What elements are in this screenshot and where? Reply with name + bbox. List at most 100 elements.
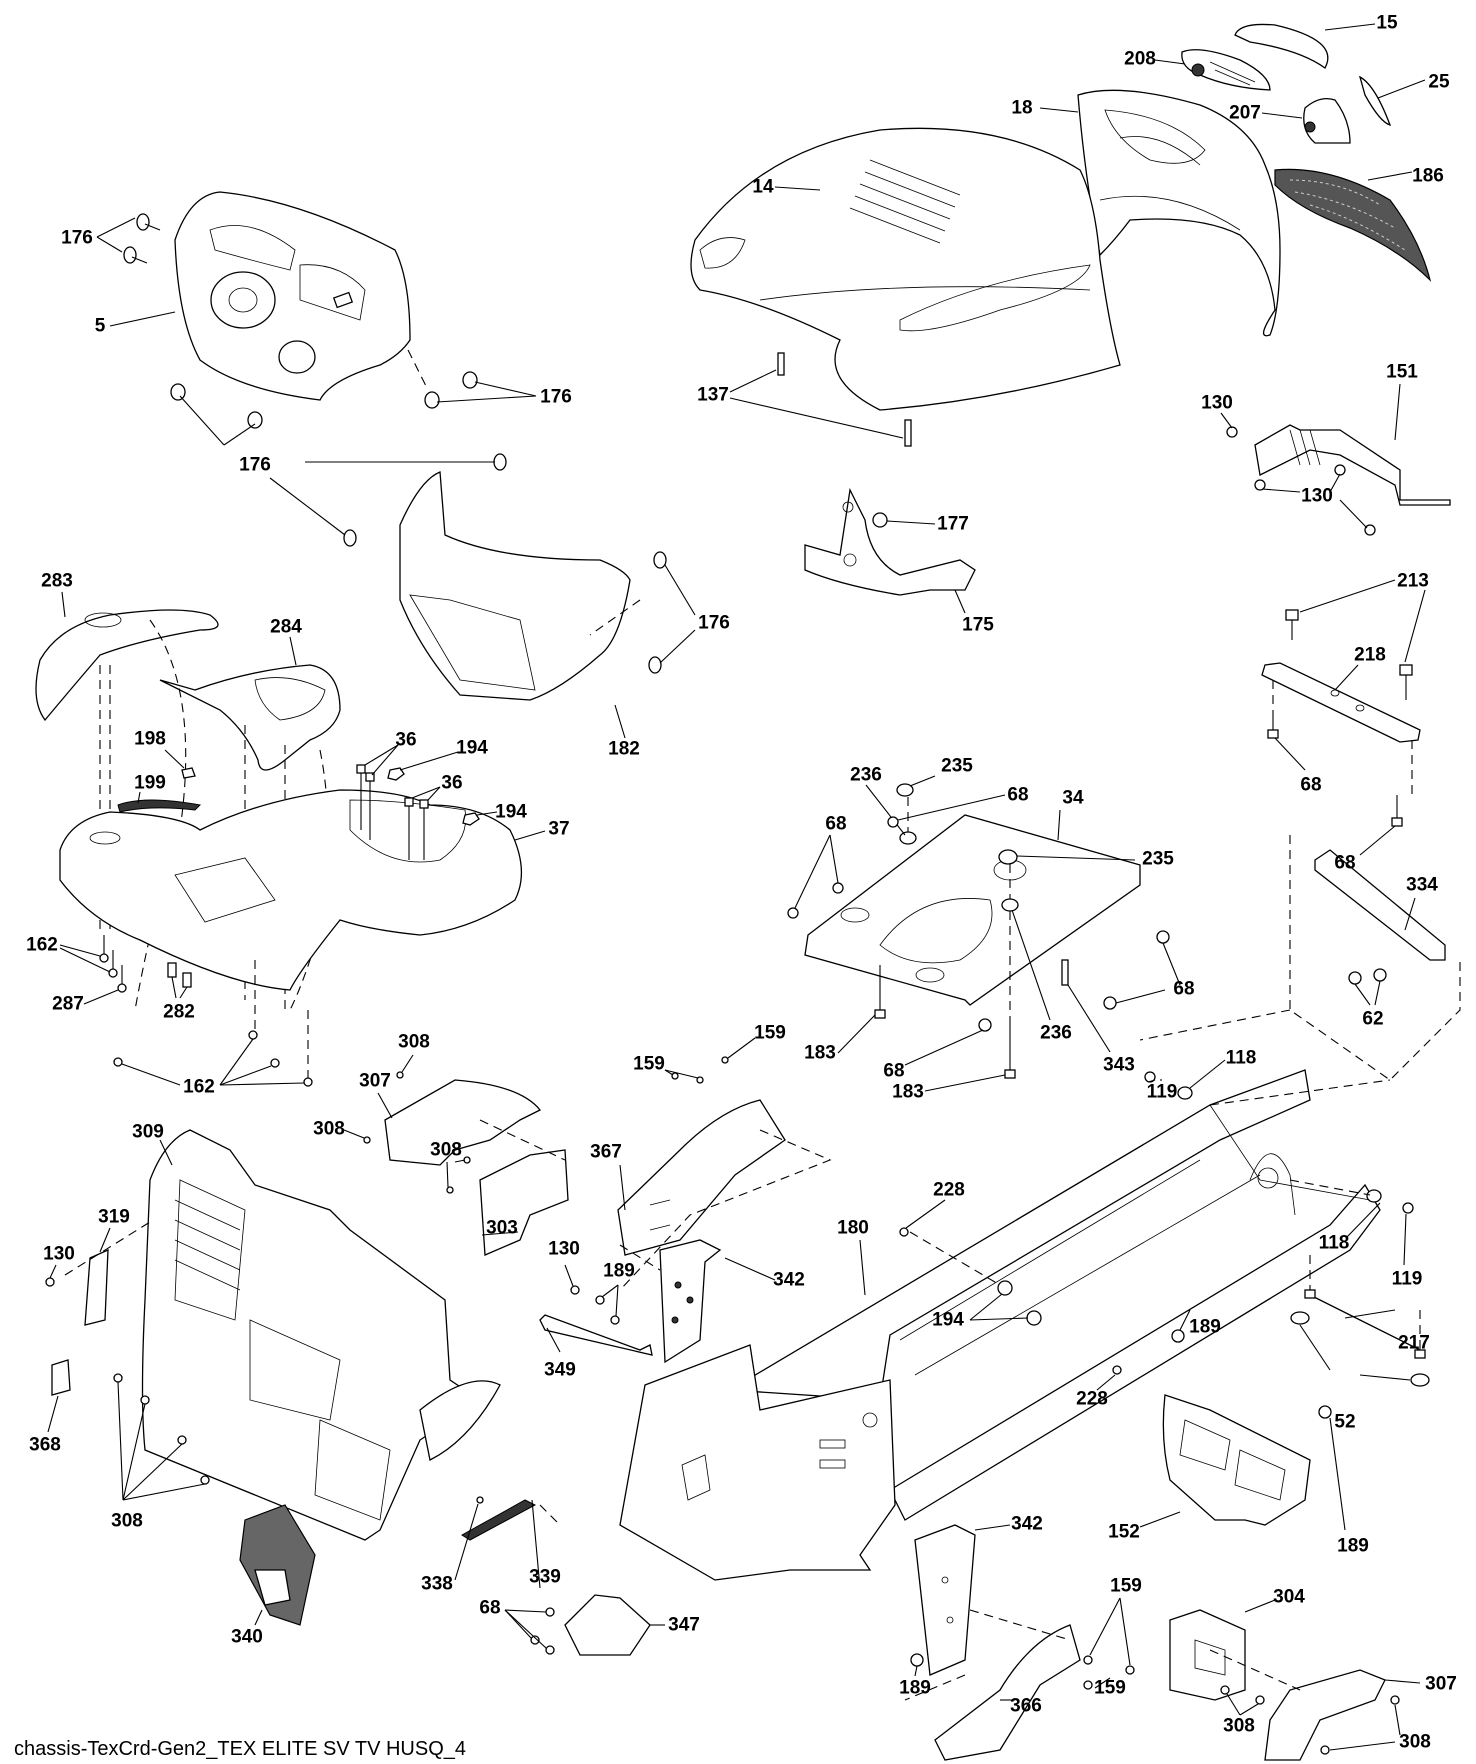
callout-304[interactable]: 304 (1273, 1586, 1305, 1608)
callout-68-e[interactable]: 68 (1173, 978, 1195, 1000)
part-342-bracket-lower[interactable] (914, 1524, 1011, 1676)
part-37-fender[interactable] (59, 789, 546, 991)
part-199-plate[interactable] (117, 791, 202, 813)
callout-319[interactable]: 319 (98, 1206, 130, 1228)
callout-189-c[interactable]: 189 (1337, 1535, 1369, 1557)
part-198-clip[interactable] (164, 749, 196, 779)
callout-159-d[interactable]: 159 (1094, 1677, 1126, 1699)
bushings-52[interactable] (1290, 1311, 1430, 1387)
callout-182[interactable]: 182 (608, 738, 640, 760)
callout-282[interactable]: 282 (163, 1001, 195, 1023)
callout-36-b[interactable]: 36 (441, 772, 463, 794)
bolts-183[interactable] (837, 965, 1016, 1092)
callout-176-d[interactable]: 176 (698, 612, 730, 634)
callout-118-a[interactable]: 118 (1225, 1047, 1257, 1069)
callout-15[interactable]: 15 (1376, 12, 1398, 34)
callout-309[interactable]: 309 (132, 1121, 164, 1143)
part-177-nut[interactable] (872, 512, 936, 528)
screws-308-frame[interactable] (113, 1373, 210, 1501)
callout-151[interactable]: 151 (1386, 361, 1418, 383)
callout-228-b[interactable]: 228 (1076, 1388, 1108, 1410)
part-151-hood-bracket[interactable] (1254, 383, 1451, 506)
screw-130-lens[interactable] (45, 1264, 57, 1287)
callout-208[interactable]: 208 (1124, 48, 1156, 70)
part-208-headlight[interactable] (1154, 49, 1271, 91)
callout-159-a[interactable]: 159 (754, 1022, 786, 1044)
part-304-bracket[interactable] (1169, 1599, 1276, 1701)
callout-308-b[interactable]: 308 (313, 1118, 345, 1140)
screws-130-hood-bracket[interactable] (1220, 412, 1376, 536)
callout-162-a[interactable]: 162 (26, 934, 58, 956)
part-137-pins[interactable] (729, 352, 912, 447)
callout-236-a[interactable]: 236 (850, 764, 882, 786)
callout-119-a[interactable]: 119 (1146, 1081, 1178, 1103)
callout-194-c[interactable]: 194 (932, 1309, 964, 1331)
callout-68-c[interactable]: 68 (1007, 784, 1029, 806)
callout-366[interactable]: 366 (1010, 1695, 1042, 1717)
part-347-bracket[interactable] (564, 1594, 665, 1656)
part-152-shield[interactable] (1139, 1394, 1311, 1528)
callout-308-a[interactable]: 308 (398, 1031, 430, 1053)
screws-308-right[interactable] (1220, 1685, 1401, 1755)
callout-367[interactable]: 367 (590, 1141, 622, 1163)
callout-18[interactable]: 18 (1011, 97, 1033, 119)
part-307-shield-right[interactable] (1209, 1649, 1421, 1761)
callout-307-b[interactable]: 307 (1425, 1673, 1457, 1695)
part-366-bracket[interactable] (904, 1609, 1081, 1761)
screw-338[interactable] (454, 1496, 484, 1581)
part-368-pad[interactable] (47, 1359, 71, 1433)
part-340-grille[interactable] (239, 1504, 316, 1626)
rivet-176-top[interactable] (96, 213, 161, 264)
screws-159-upper[interactable] (664, 1037, 756, 1084)
callout-218[interactable]: 218 (1354, 644, 1386, 666)
callout-343[interactable]: 343 (1103, 1054, 1135, 1076)
callout-217[interactable]: 217 (1398, 1332, 1430, 1354)
rivet-176-lower[interactable] (170, 349, 537, 446)
part-217-rod[interactable] (1304, 1255, 1426, 1359)
callout-62[interactable]: 62 (1362, 1008, 1384, 1030)
part-182-lower-cover[interactable] (269, 453, 696, 739)
callout-287[interactable]: 287 (52, 993, 84, 1015)
part-309-support-frame[interactable] (141, 1129, 501, 1541)
part-15-hood-trim[interactable] (1234, 23, 1376, 69)
callout-25[interactable]: 25 (1428, 71, 1450, 93)
callout-308-d[interactable]: 308 (111, 1510, 143, 1532)
callout-37[interactable]: 37 (548, 818, 570, 840)
bolts-36-nuts-194[interactable] (356, 744, 498, 860)
part-334-bracket[interactable] (1139, 835, 1461, 1081)
part-367-bracket[interactable] (617, 1099, 832, 1291)
callout-284[interactable]: 284 (270, 616, 302, 638)
part-175-pivot-bracket[interactable] (804, 487, 976, 614)
callout-189-d[interactable]: 189 (899, 1677, 931, 1699)
part-319-lens[interactable] (64, 1221, 151, 1326)
callout-5[interactable]: 5 (94, 315, 106, 337)
part-186-grille-mesh[interactable] (1274, 168, 1432, 282)
part-5-dash-panel[interactable] (109, 191, 411, 401)
callout-303[interactable]: 303 (486, 1217, 518, 1239)
bolts-68-plate[interactable] (787, 794, 1181, 1066)
callout-68-d[interactable]: 68 (825, 813, 847, 835)
screws-130-189-upper[interactable] (564, 1264, 620, 1325)
screws-308-left[interactable] (343, 1054, 471, 1194)
part-207-headlight[interactable] (1261, 97, 1351, 144)
callout-198[interactable]: 198 (134, 728, 166, 750)
washers-118-nuts-119[interactable] (1144, 1059, 1414, 1266)
callout-334[interactable]: 334 (1406, 874, 1438, 896)
callout-118-b[interactable]: 118 (1318, 1232, 1350, 1254)
callout-189-a[interactable]: 189 (603, 1260, 635, 1282)
callout-186[interactable]: 186 (1412, 165, 1444, 187)
callout-342-a[interactable]: 342 (773, 1269, 805, 1291)
callout-130-b[interactable]: 130 (1301, 485, 1333, 507)
callout-308-f[interactable]: 308 (1399, 1731, 1431, 1753)
callout-235-b[interactable]: 235 (1142, 848, 1174, 870)
part-343-clip[interactable] (1061, 959, 1111, 1053)
bolts-189-shield[interactable] (1171, 1309, 1346, 1531)
callout-342-b[interactable]: 342 (1011, 1513, 1043, 1535)
part-342-bracket-upper[interactable] (619, 1239, 776, 1364)
callout-189-b[interactable]: 189 (1189, 1316, 1221, 1338)
callout-162-b[interactable]: 162 (183, 1076, 215, 1098)
callout-194-a[interactable]: 194 (456, 737, 488, 759)
callout-340[interactable]: 340 (231, 1626, 263, 1648)
bolt-189-lower[interactable] (910, 1653, 924, 1677)
bolts-68-strap[interactable] (1267, 680, 1413, 856)
